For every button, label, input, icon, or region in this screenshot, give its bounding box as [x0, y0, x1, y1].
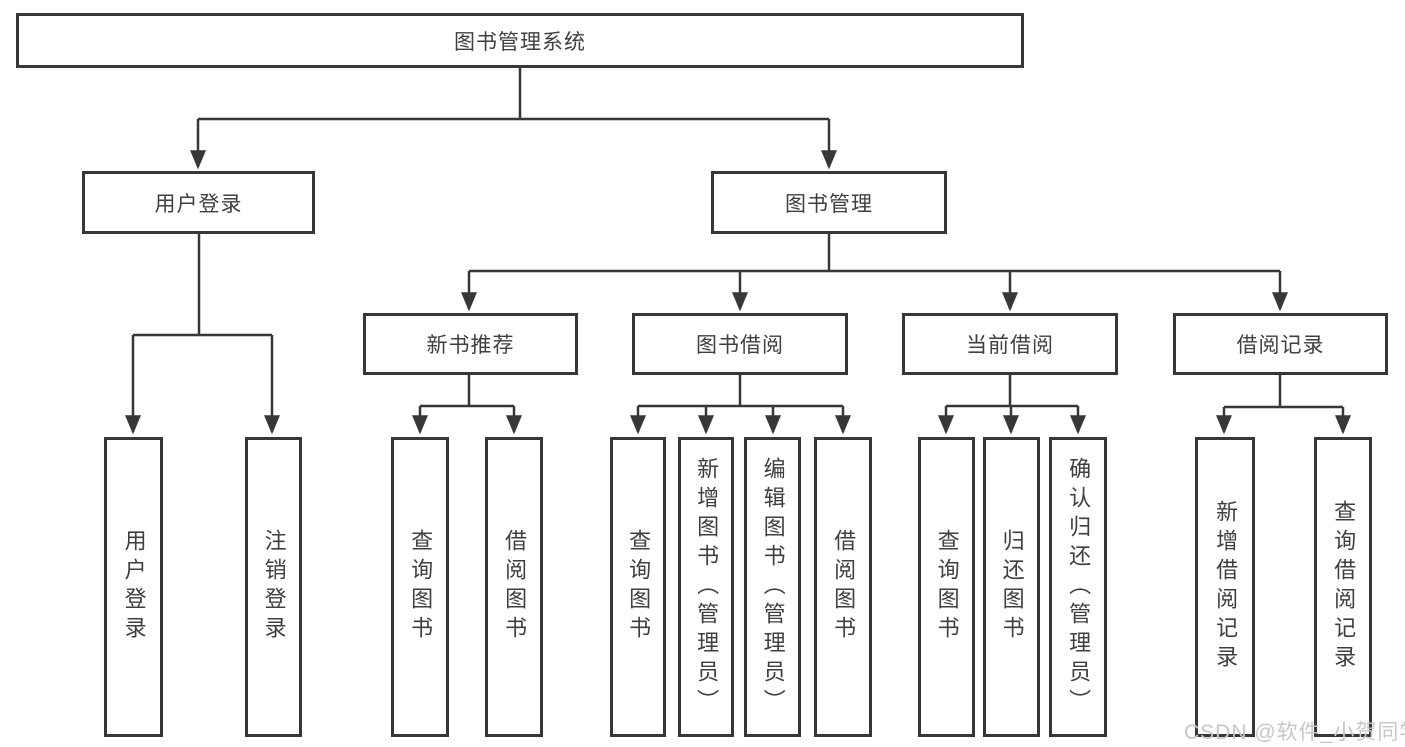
node-root-label: 图书管理系统 — [454, 30, 586, 54]
leaf-return-books: 归还图书 — [983, 437, 1040, 737]
leaf-confirm-return-admin: 确认归还（管理员） — [1049, 437, 1107, 737]
node-book-management-label: 图书管理 — [785, 192, 873, 216]
leaf-query-books-2-label: 查询图书 — [626, 529, 652, 645]
node-user-login-label: 用户登录 — [154, 192, 243, 216]
edge-new-book-stem — [420, 375, 514, 408]
leaf-query-borrow-record: 查询借阅记录 — [1314, 437, 1372, 737]
leaf-borrow-books-1-label: 借阅图书 — [502, 529, 528, 645]
leaf-user-login-label: 用户登录 — [121, 529, 147, 645]
node-borrowing-records-label: 借阅记录 — [1236, 334, 1325, 357]
edge-root-stem — [198, 68, 829, 121]
node-root-library-system: 图书管理系统 — [16, 13, 1024, 68]
leaf-add-borrow-record-label: 新增借阅记录 — [1213, 500, 1239, 674]
edge-borrowing-records-stem — [1224, 375, 1343, 409]
node-book-management: 图书管理 — [711, 171, 947, 234]
node-new-book-recommend-label: 新书推荐 — [426, 334, 515, 357]
leaf-query-borrow-record-label: 查询借阅记录 — [1331, 500, 1357, 674]
node-book-borrowing: 图书借阅 — [632, 313, 848, 375]
csdn-watermark: CSDN @软件_小贺同学 — [1184, 721, 1405, 744]
leaf-logout-login: 注销登录 — [245, 437, 302, 737]
leaf-add-books-admin: 新增图书（管理员） — [678, 437, 734, 737]
node-user-login: 用户登录 — [82, 171, 315, 234]
edge-user-login-stem — [133, 234, 272, 337]
leaf-query-books-1-label: 查询图书 — [408, 529, 434, 645]
leaf-borrow-books-2-label: 借阅图书 — [831, 529, 857, 645]
leaf-borrow-books-1: 借阅图书 — [485, 437, 543, 737]
edge-current-borrowing-stem — [946, 375, 1078, 408]
node-new-book-recommend: 新书推荐 — [363, 313, 578, 375]
leaf-confirm-return-admin-label: 确认归还（管理员） — [1066, 456, 1092, 718]
leaf-query-books-3: 查询图书 — [918, 437, 975, 737]
leaf-query-books-1: 查询图书 — [391, 437, 449, 737]
leaf-logout-login-label: 注销登录 — [261, 529, 287, 645]
leaf-edit-books-admin: 编辑图书（管理员） — [744, 437, 801, 737]
node-borrowing-records: 借阅记录 — [1173, 313, 1388, 375]
edge-book-borrowing-stem — [638, 375, 843, 408]
leaf-add-borrow-record: 新增借阅记录 — [1195, 437, 1255, 737]
node-current-borrowing: 当前借阅 — [902, 313, 1118, 375]
leaf-query-books-3-label: 查询图书 — [934, 529, 960, 645]
leaf-borrow-books-2: 借阅图书 — [814, 437, 872, 737]
leaf-add-books-admin-label: 新增图书（管理员） — [694, 456, 720, 718]
edge-book-management-stem — [469, 234, 1280, 273]
leaf-query-books-2: 查询图书 — [610, 437, 666, 737]
leaf-return-books-label: 归还图书 — [999, 529, 1025, 645]
leaf-edit-books-admin-label: 编辑图书（管理员） — [760, 456, 786, 718]
leaf-user-login: 用户登录 — [104, 437, 163, 737]
node-current-borrowing-label: 当前借阅 — [966, 334, 1054, 357]
node-book-borrowing-label: 图书借阅 — [696, 334, 784, 357]
